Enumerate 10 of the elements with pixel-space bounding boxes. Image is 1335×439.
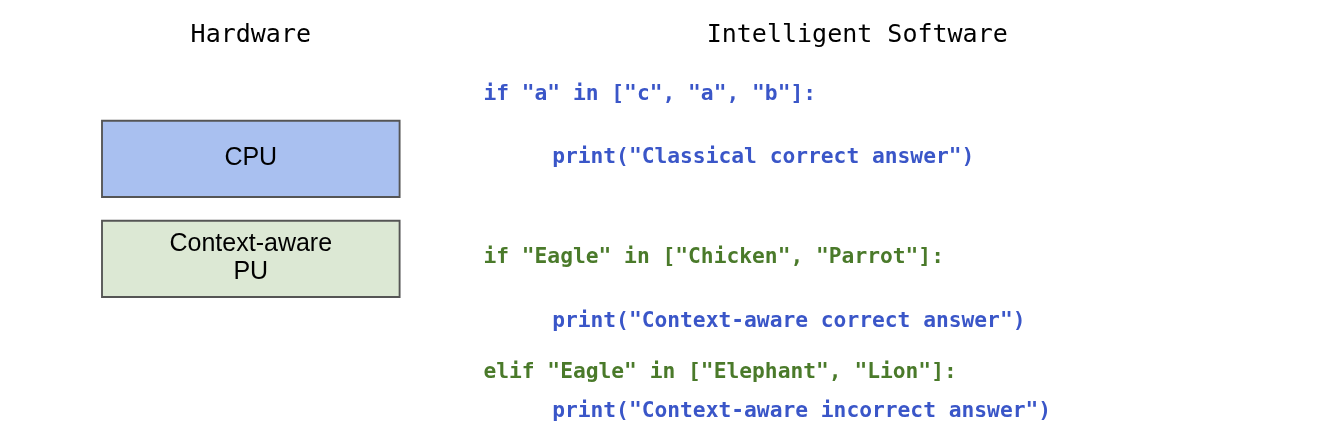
label: elif "Eagle" in ["Elephant", "Lion"]: <box>483 357 957 383</box>
label: print("Context-aware incorrect answer") <box>552 396 1052 422</box>
label: Hardware <box>190 18 312 48</box>
node-box: Context-aware PU <box>101 219 401 298</box>
label: Intelligent Software <box>706 18 1008 48</box>
node-box: CPU <box>101 119 401 198</box>
label: if "Eagle" in ["Chicken", "Parrot"]: <box>483 243 944 269</box>
label: if "a" in ["c", "a", "b"]: <box>483 80 817 106</box>
label: print("Context-aware correct answer") <box>552 306 1026 332</box>
label: print("Classical correct answer") <box>552 143 975 169</box>
